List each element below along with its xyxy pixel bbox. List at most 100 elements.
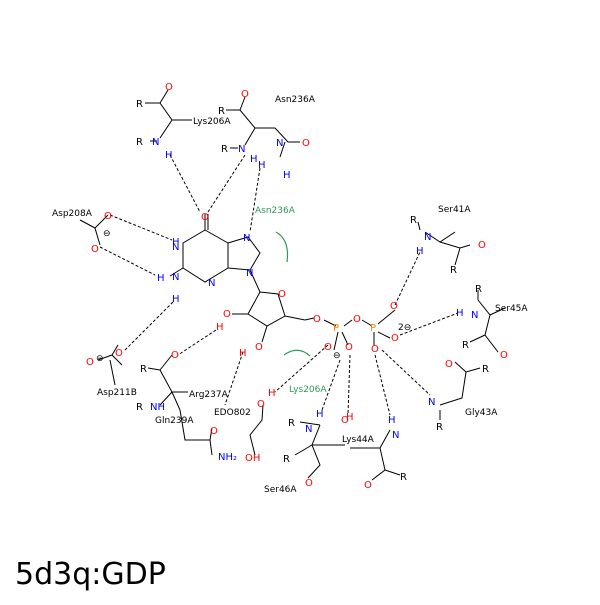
charge-minus-1: ⊖ [103, 229, 111, 239]
atom-o-1: O [165, 82, 173, 93]
atom-n-12: N [305, 424, 312, 435]
atom-h-2: H [250, 154, 258, 165]
atom-h-6: H [157, 273, 165, 284]
hbond-12 [374, 354, 391, 416]
atom-o-2: O [241, 89, 249, 100]
charge-minus-3: ⊖ [333, 351, 341, 361]
atom-h-12: H [216, 322, 224, 333]
atom-o-22: O [171, 350, 179, 361]
atom-h-3: H [283, 170, 291, 181]
hbond-1 [169, 154, 201, 213]
residue-fragments [79, 89, 506, 481]
atom-r-3: R [218, 106, 225, 117]
atom-o-14: O [391, 333, 399, 344]
atom-h-5: H [172, 237, 180, 248]
atom-o-4: O [201, 212, 209, 223]
atom-o-12: O [345, 342, 353, 353]
hbond-15 [399, 312, 459, 336]
residue-label-arg237a: Arg237A [189, 390, 229, 400]
atom-o-27: O [341, 415, 349, 426]
residue-label-asn236a-top: Asn236A [275, 95, 316, 105]
atom-h-8: H [416, 246, 424, 257]
atom-p-1: P [333, 323, 339, 334]
hbond-6 [124, 301, 174, 351]
hbond-14 [394, 251, 421, 306]
residue-label-asn236a-hydrophobic: Asn236A [255, 206, 296, 216]
atom-r-11: R [140, 364, 147, 375]
atom-o-13: O [353, 314, 361, 325]
residue-label-lys206a-top: Lys206A [193, 117, 231, 127]
hbond-10 [321, 359, 341, 411]
hbond-4 [109, 214, 173, 241]
hbond-2 [207, 154, 246, 213]
residue-label-ser46a: Ser46A [264, 485, 297, 495]
atom-h-13: H [239, 348, 247, 359]
atom-h-10: H [316, 409, 324, 420]
hydrophobic-arc-1 [275, 231, 289, 263]
residue-label-edo802: EDO802 [214, 408, 251, 418]
hbond-7 [177, 329, 217, 356]
atom-o-25: O [305, 478, 313, 489]
atom-o-15: O [371, 344, 379, 355]
atom-nh-1: NH [150, 402, 165, 413]
residue-label-lys206a-hydrophobic: Lys206A [289, 385, 327, 395]
atom-r-14: R [283, 454, 290, 465]
atom-h-11: H [388, 415, 396, 426]
atom-n-9: N [424, 232, 431, 243]
atom-r-7: R [475, 284, 482, 295]
atom-r-4: R [221, 144, 228, 155]
atom-n-6: N [208, 278, 215, 289]
residue-label-asp211b: Asp211B [97, 388, 137, 398]
atom-o-11: O [324, 342, 332, 353]
atom-r-5: R [410, 215, 417, 226]
hbond-11 [347, 354, 351, 416]
atom-n-13: N [392, 430, 399, 441]
atom-h-7: H [172, 294, 180, 305]
atom-o-5: O [104, 211, 112, 222]
atom-r-10: R [436, 422, 443, 433]
atom-o-17: O [478, 240, 486, 251]
atom-n-7: N [172, 272, 179, 283]
atom-p-2: P [370, 323, 376, 334]
atom-o-18: O [500, 350, 508, 361]
atom-h-1: H [165, 150, 173, 161]
atom-o-24: O [257, 399, 265, 410]
atom-h-15: H [346, 412, 354, 423]
atom-o-20: O [115, 348, 123, 359]
hydrogen-bonds [99, 154, 459, 416]
atom-o-16: O [390, 301, 398, 312]
atom-r-15: R [400, 472, 407, 483]
atom-o-9: O [255, 342, 263, 353]
residue-label-lys44a: Lys44A [342, 435, 375, 445]
hbond-5 [99, 246, 156, 276]
residue-label-ser45a: Ser45A [495, 304, 528, 314]
atom-n-4: N [243, 233, 250, 244]
atom-r-9: R [482, 364, 489, 375]
atom-n-11: N [428, 397, 435, 408]
atom-o-7: O [278, 289, 286, 300]
atom-r-1: R [136, 99, 143, 110]
hbond-9 [274, 344, 329, 393]
atom-r-13: R [288, 418, 295, 429]
atom-o-19: O [445, 359, 453, 370]
atom-o-6: O [91, 244, 99, 255]
atom-n-5: N [246, 268, 253, 279]
atom-h-14: H [268, 388, 276, 399]
residue-label-gly43a: Gly43A [465, 408, 498, 418]
atom-oh-1: OH [245, 453, 260, 464]
atom-o-21: O [86, 357, 94, 368]
charge-2minus: 2⊖ [398, 323, 411, 333]
ligand-gdp [169, 214, 396, 351]
atom-n-2: N [238, 144, 245, 155]
atom-o-26: O [364, 480, 372, 491]
atom-r-12: R [136, 402, 143, 413]
atom-n-1: N [152, 137, 159, 148]
atom-o-23: O [210, 426, 218, 437]
atom-nh2-1: NH₂ [218, 452, 237, 463]
hydrophobic-arc-2 [283, 349, 311, 357]
hbond-8 [224, 351, 244, 406]
atom-n-8: N [172, 242, 179, 253]
atom-o-10: O [313, 314, 321, 325]
residue-label-ser41a: Ser41A [438, 205, 471, 215]
